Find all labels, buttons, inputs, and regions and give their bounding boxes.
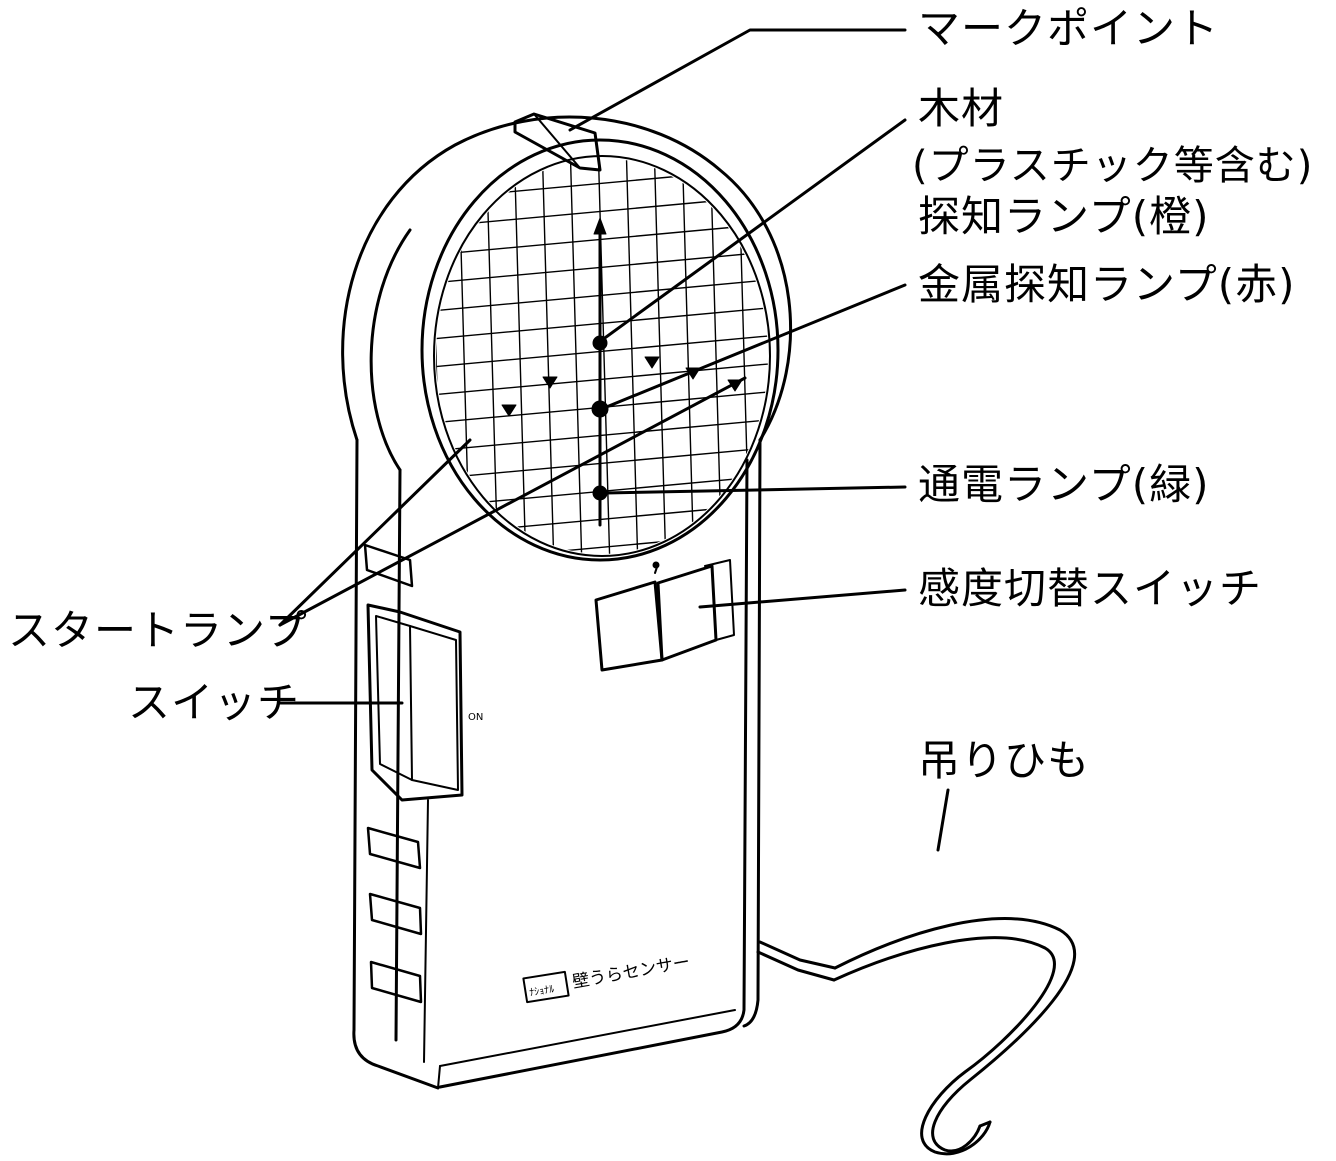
leader-lines — [278, 28, 950, 852]
start-lamp-left-inner — [542, 376, 558, 389]
label-wood-line1: 木材 — [918, 84, 1005, 133]
label-power-lamp: 通電ランプ(緑) — [918, 460, 1210, 509]
grid-line-vertical — [569, 158, 583, 554]
label-wood-line2: (プラスチック等含む) — [912, 143, 1314, 189]
grid-line-vertical — [513, 158, 527, 554]
grid-line-horizontal — [436, 305, 768, 341]
leader-mark-point — [568, 28, 907, 132]
label-wood-line3: 探知ランプ(橙) — [918, 192, 1210, 241]
strap — [756, 917, 1077, 1156]
brand-plate — [522, 970, 570, 1004]
leader-wood-lamp — [600, 118, 907, 342]
grid-line-horizontal — [436, 158, 768, 173]
label-start-lamp: スタートランプ — [8, 606, 308, 655]
grid-line-vertical — [681, 158, 695, 554]
main-switch[interactable] — [366, 603, 464, 802]
sensitivity-switch[interactable] — [594, 559, 735, 672]
leader-metal-lamp — [602, 283, 907, 410]
side-grips — [363, 543, 423, 1004]
start-lamp-right-inner — [644, 356, 660, 369]
label-metal-lamp: 金属探知ランプ(赤) — [918, 260, 1296, 309]
leader-power-lamp — [604, 485, 907, 495]
grid-line-horizontal — [436, 361, 768, 397]
grid-line-horizontal — [436, 333, 768, 369]
label-switch: スイッチ — [128, 678, 301, 727]
grid-line-horizontal — [436, 501, 768, 537]
on-mark: ON — [468, 712, 484, 723]
grid-line-vertical — [457, 158, 471, 554]
grid-line-vertical — [765, 158, 768, 554]
up-arrow-icon — [593, 217, 607, 235]
label-strap: 吊りひも — [918, 736, 1091, 785]
head-housing — [341, 112, 793, 562]
grid-line-horizontal — [436, 249, 768, 285]
leader-start-lamp-b — [278, 376, 747, 627]
grid-line-horizontal — [436, 277, 768, 313]
device-body — [352, 438, 762, 1090]
grid-line-vertical — [653, 158, 667, 554]
grid-line-horizontal — [436, 445, 768, 481]
grid-line-horizontal — [436, 417, 768, 453]
leader-strap — [936, 788, 950, 852]
leader-start-lamp-a — [278, 438, 472, 627]
grid-line-vertical — [436, 158, 443, 554]
leader-sensitivity-switch — [698, 588, 907, 609]
label-mark-point: マークポイント — [918, 4, 1220, 53]
metal-lamp — [591, 400, 609, 418]
grid-line-vertical — [541, 158, 555, 554]
lamp-area — [501, 217, 743, 527]
grid-line-horizontal — [436, 221, 768, 257]
start-lamp-left-outer — [501, 404, 517, 417]
label-sensitivity-switch: 感度切替スイッチ — [918, 564, 1263, 613]
grid-line-vertical — [625, 158, 639, 554]
